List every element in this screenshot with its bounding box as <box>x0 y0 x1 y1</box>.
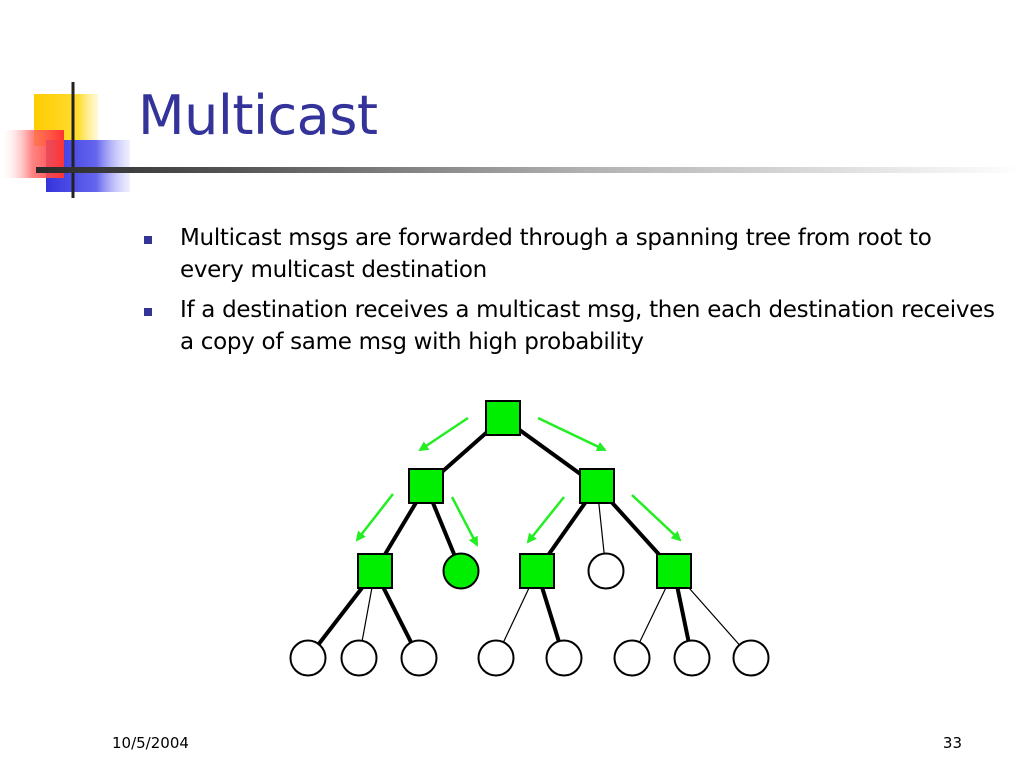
forward-arrow <box>631 494 682 542</box>
host-node <box>545 639 583 677</box>
router-node <box>579 468 615 504</box>
host-node <box>587 552 625 590</box>
forward-arrow <box>450 496 479 547</box>
router-node <box>357 553 393 589</box>
list-item: Multicast msgs are forwarded through a s… <box>142 222 1002 286</box>
forward-arrow <box>537 416 607 452</box>
host-node <box>340 639 378 677</box>
forward-arrow <box>355 493 394 542</box>
router-node <box>519 553 555 589</box>
footer-date: 10/5/2004 <box>112 734 189 752</box>
router-node <box>408 468 444 504</box>
decorative-logo-icon <box>0 82 130 198</box>
title-underline <box>36 167 1024 173</box>
router-node <box>656 553 692 589</box>
bullet-square-icon <box>144 308 152 316</box>
list-item: If a destination receives a multicast ms… <box>142 294 1002 358</box>
page-number: 33 <box>942 734 962 752</box>
host-node <box>477 639 515 677</box>
multicast-tree-diagram <box>289 400 770 677</box>
destination-host-node <box>442 552 480 590</box>
host-node <box>732 639 770 677</box>
host-node <box>673 639 711 677</box>
bullet-square-icon <box>144 236 152 244</box>
bullet-text: If a destination receives a multicast ms… <box>180 297 995 355</box>
forward-arrow <box>418 416 469 452</box>
root-router-node <box>485 400 521 436</box>
bullet-text: Multicast msgs are forwarded through a s… <box>180 225 932 283</box>
host-node <box>400 639 438 677</box>
bullet-list: Multicast msgs are forwarded through a s… <box>142 222 1002 366</box>
slide-title: Multicast <box>138 84 378 147</box>
host-node <box>289 639 327 677</box>
forward-arrow <box>526 496 565 544</box>
host-node <box>613 639 651 677</box>
